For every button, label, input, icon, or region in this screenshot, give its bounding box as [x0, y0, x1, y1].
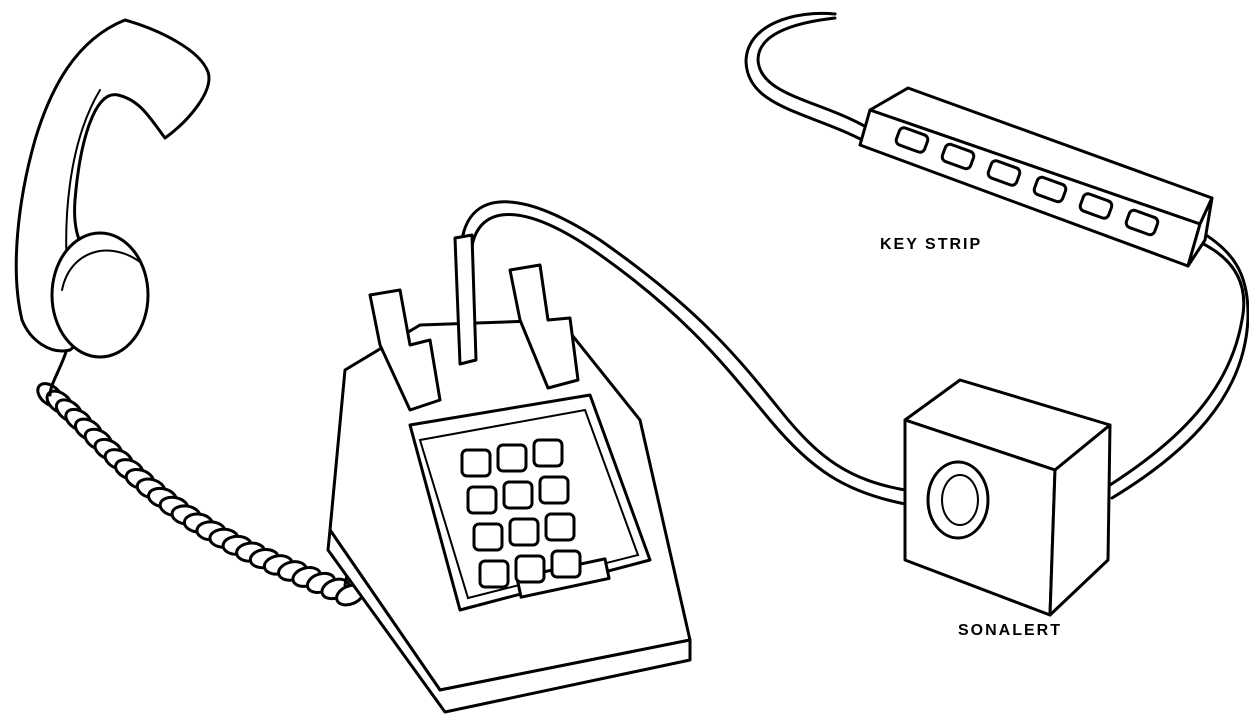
- sonalert-box: [905, 380, 1110, 615]
- keypad-key: [552, 551, 580, 577]
- keypad-key: [534, 440, 562, 466]
- keypad-key: [474, 524, 502, 550]
- handset: [16, 20, 209, 357]
- keypad-key: [462, 450, 490, 476]
- phone-base: [328, 235, 690, 712]
- keypad-key: [504, 482, 532, 508]
- keypad-key: [468, 487, 496, 513]
- keystrip-tail-cable: [758, 18, 868, 128]
- keypad-key: [510, 519, 538, 545]
- keypad-key: [540, 477, 568, 503]
- keypad-key: [480, 561, 508, 587]
- keypad-key: [516, 556, 544, 582]
- coiled-cord: [33, 352, 366, 609]
- sonalert-keystrip-cable: [1110, 240, 1244, 485]
- key-strip-label: KEY STRIP: [880, 236, 982, 254]
- keypad-key: [546, 514, 574, 540]
- keypad-key: [498, 445, 526, 471]
- sonalert-label: SONALERT: [958, 622, 1062, 640]
